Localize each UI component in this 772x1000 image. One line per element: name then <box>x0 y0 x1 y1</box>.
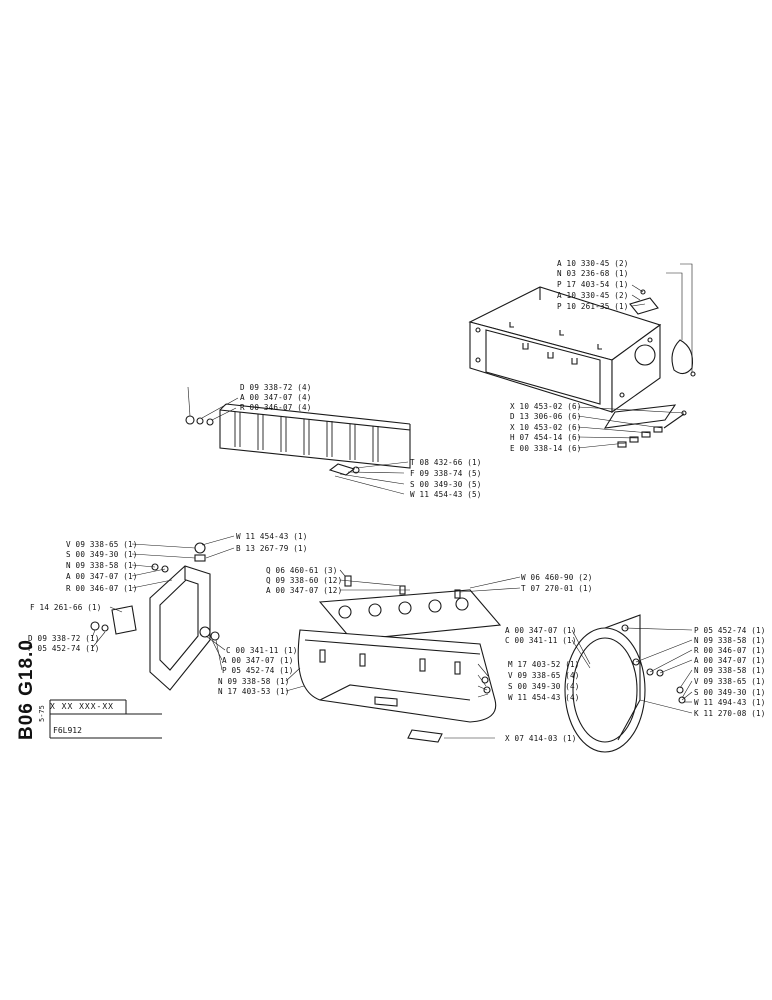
callout-label: P 17 403-54 (1) <box>557 280 629 289</box>
callout-label: A 00 347-07 (1) <box>66 572 138 581</box>
title-block-lines <box>49 699 162 739</box>
callout-label: P 05 452-74 (1) <box>222 666 294 675</box>
callout-label: W 11 454-43 (1) <box>236 532 308 541</box>
callout-label: X 07 414-03 (1) <box>505 734 577 743</box>
callout-label: A 00 347-07 (1) <box>694 656 766 665</box>
callout-label: C 00 341-11 (1) <box>226 646 298 655</box>
callout-label: Q 09 338-60 (12) <box>266 576 343 585</box>
callout-label: A 00 347-07 (12) <box>266 586 343 595</box>
callout-label: Q 06 460-61 (3) <box>266 566 338 575</box>
callout-label: D 13 306-06 (6) <box>510 412 582 421</box>
callout-label: N 09 338-58 (1) <box>66 561 138 570</box>
callout-label: F 09 338-74 (5) <box>410 469 482 478</box>
callout-label: W 11 494-43 (1) <box>694 698 766 707</box>
callout-label: P 05 452-74 (1) <box>28 644 100 653</box>
callout-label: V 09 338-65 (4) <box>508 671 580 680</box>
callout-label: W 11 454-43 (4) <box>508 693 580 702</box>
page-code: B06 G18.0 <box>16 639 37 740</box>
page-date: 5-75 <box>38 705 46 722</box>
callout-label: P 10 261-35 (1) <box>557 302 629 311</box>
cylinder-cover-plate <box>318 575 502 641</box>
callout-label: A 10 330-45 (2) <box>557 291 629 300</box>
leader-lines <box>91 263 693 739</box>
callout-label: S 00 349-30 (5) <box>410 480 482 489</box>
fan-housing <box>468 286 696 448</box>
part-code-placeholder: X XX XXX-XX <box>50 702 114 711</box>
side-bracket <box>90 542 220 691</box>
callout-label: W 11 454-43 (5) <box>410 490 482 499</box>
callout-label: N 09 338-58 (1) <box>694 636 766 645</box>
callout-label: S 00 349-30 (1) <box>694 688 766 697</box>
callout-label: A 00 347-07 (4) <box>240 393 312 402</box>
callout-label: T 07 270-01 (1) <box>521 584 593 593</box>
callout-label: X 10 453-02 (6) <box>510 402 582 411</box>
fan-shroud-ring <box>564 614 686 753</box>
callout-label: N 03 236-68 (1) <box>557 269 629 278</box>
callout-label: X 10 453-02 (6) <box>510 423 582 432</box>
callout-label: D 09 338-72 (4) <box>240 383 312 392</box>
model-label: F6L912 <box>53 726 82 735</box>
callout-label: N 17 403-53 (1) <box>218 687 290 696</box>
callout-label: A 00 347-07 (1) <box>222 656 294 665</box>
callout-label: T 08 432-66 (1) <box>410 458 482 467</box>
callout-label: C 00 341-11 (1) <box>505 636 577 645</box>
callout-label: P 05 452-74 (1) <box>694 626 766 635</box>
callout-label: K 11 270-08 (1) <box>694 709 766 718</box>
callout-label: N 09 338-58 (1) <box>694 666 766 675</box>
callout-label: R 00 346-07 (4) <box>240 403 312 412</box>
air-deflector-panel <box>185 403 411 476</box>
callout-label: M 17 403-52 (1) <box>508 660 580 669</box>
callout-label: W 06 460-90 (2) <box>521 573 593 582</box>
callout-label: N 09 338-58 (1) <box>218 677 290 686</box>
callout-label: D 09 338-72 (1) <box>28 634 100 643</box>
callout-label: B 13 267-79 (1) <box>236 544 308 553</box>
callout-label: H 07 454-14 (6) <box>510 433 582 442</box>
callout-label: R 00 346-07 (1) <box>694 646 766 655</box>
callout-label: E 00 338-14 (6) <box>510 444 582 453</box>
lower-cowl <box>297 629 595 743</box>
callout-label: A 10 330-45 (2) <box>557 259 629 268</box>
callout-label: R 00 346-07 (1) <box>66 584 138 593</box>
callout-label: V 09 338-65 (1) <box>66 540 138 549</box>
callout-label: F 14 261-66 (1) <box>30 603 102 612</box>
callout-label: S 00 349-30 (4) <box>508 682 580 691</box>
callout-label: A 00 347-07 (1) <box>505 626 577 635</box>
callout-label: V 09 338-65 (1) <box>694 677 766 686</box>
callout-label: S 00 349-30 (1) <box>66 550 138 559</box>
